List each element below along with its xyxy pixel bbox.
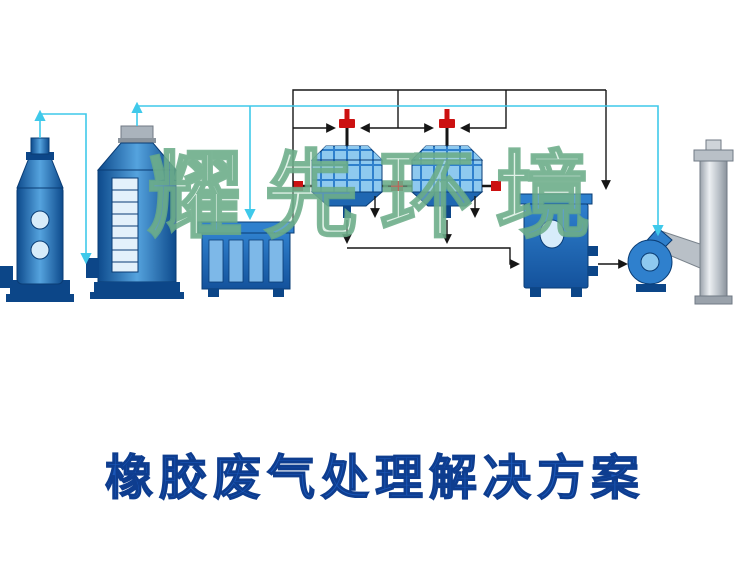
pipes-black bbox=[292, 89, 628, 269]
spray-tower-outlet-port bbox=[0, 266, 13, 288]
carbon-drum-2 bbox=[391, 107, 503, 220]
tower-cap bbox=[120, 125, 154, 141]
filter-panel bbox=[248, 239, 264, 283]
inspection-window bbox=[539, 219, 565, 249]
packing-ladder bbox=[111, 177, 139, 273]
tank-port bbox=[588, 246, 598, 256]
spray-tower bbox=[0, 137, 74, 302]
uv-carbon-box bbox=[197, 221, 295, 297]
packed-tower bbox=[86, 125, 184, 299]
centrifugal-fan bbox=[627, 227, 701, 292]
filter-panel bbox=[228, 239, 244, 283]
chimney bbox=[693, 139, 734, 305]
filter-panel bbox=[268, 239, 284, 283]
tower-inlet-port bbox=[86, 258, 99, 278]
pipes-cyan bbox=[34, 101, 664, 265]
sight-glass bbox=[30, 240, 50, 260]
tank-port bbox=[588, 266, 598, 276]
page-title: 橡胶废气处理解决方案 bbox=[104, 451, 645, 505]
adsorption-tank bbox=[519, 193, 598, 297]
carbon-drum-1 bbox=[291, 107, 403, 220]
filter-panel bbox=[208, 239, 224, 283]
sight-glass bbox=[30, 210, 50, 230]
